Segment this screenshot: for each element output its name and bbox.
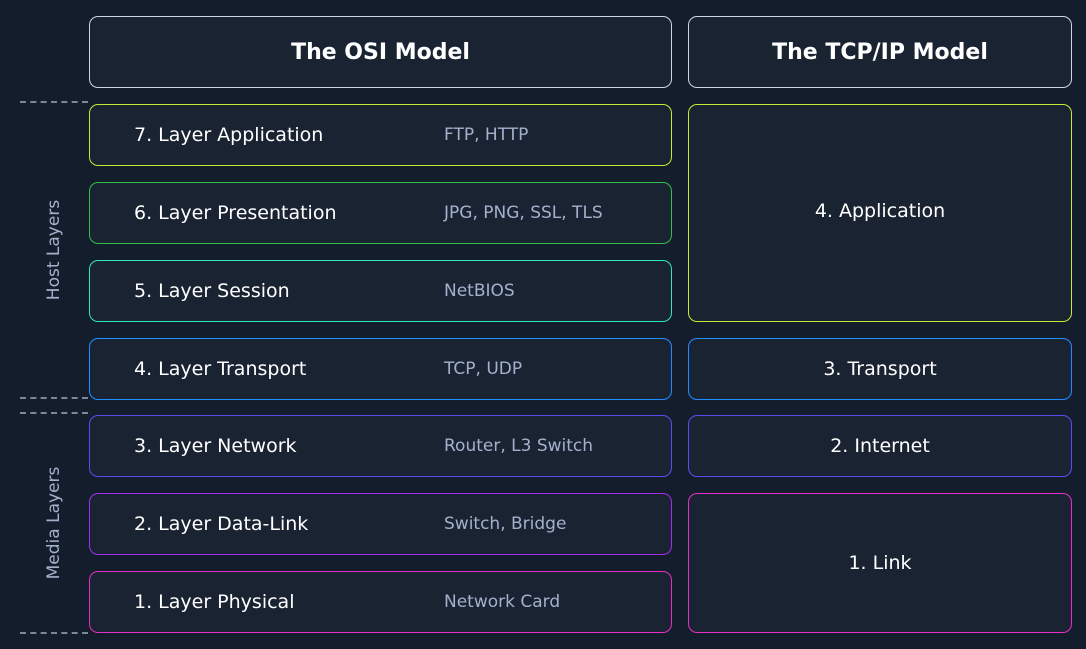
tcpip-layer-internet: 2. Internet: [688, 415, 1072, 477]
osi-layer-protocols: NetBIOS: [444, 281, 515, 301]
osi-model-title: The OSI Model: [291, 39, 470, 65]
osi-layer-protocols: JPG, PNG, SSL, TLS: [444, 203, 603, 223]
osi-layer-name: 7. Layer Application: [134, 124, 324, 146]
media-top-divider: [20, 412, 88, 414]
osi-layer-name: 3. Layer Network: [134, 435, 297, 457]
osi-layer-2: 2. Layer Data-Link Switch, Bridge: [89, 493, 672, 555]
tcpip-model-header: The TCP/IP Model: [688, 16, 1072, 88]
osi-model-header: The OSI Model: [89, 16, 672, 88]
osi-layer-protocols: TCP, UDP: [444, 359, 523, 379]
tcpip-layer-name: 2. Internet: [830, 435, 930, 457]
osi-layer-7: 7. Layer Application FTP, HTTP: [89, 104, 672, 166]
osi-layer-6: 6. Layer Presentation JPG, PNG, SSL, TLS: [89, 182, 672, 244]
tcpip-model-title: The TCP/IP Model: [772, 39, 988, 65]
osi-layer-5: 5. Layer Session NetBIOS: [89, 260, 672, 322]
media-layers-label: Media Layers: [44, 466, 64, 580]
osi-layer-name: 2. Layer Data-Link: [134, 513, 309, 535]
host-bottom-divider: [20, 397, 88, 399]
tcpip-layer-name: 4. Application: [814, 200, 946, 222]
osi-layer-protocols: Switch, Bridge: [444, 514, 567, 534]
tcpip-layer-name: 1. Link: [848, 552, 912, 574]
osi-layer-1: 1. Layer Physical Network Card: [89, 571, 672, 633]
tcpip-layer-application: 4. Application: [688, 104, 1072, 322]
osi-layer-name: 1. Layer Physical: [134, 591, 295, 613]
osi-layer-name: 5. Layer Session: [134, 280, 290, 302]
osi-layer-protocols: FTP, HTTP: [444, 125, 529, 145]
tcpip-layer-name: 3. Transport: [823, 358, 937, 380]
tcpip-layer-transport: 3. Transport: [688, 338, 1072, 400]
osi-layer-name: 6. Layer Presentation: [134, 202, 337, 224]
host-layers-label: Host Layers: [44, 199, 64, 301]
tcpip-layer-link: 1. Link: [688, 493, 1072, 633]
osi-layer-protocols: Network Card: [444, 592, 561, 612]
host-top-divider: [20, 101, 88, 103]
osi-layer-protocols: Router, L3 Switch: [444, 436, 594, 456]
osi-layer-3: 3. Layer Network Router, L3 Switch: [89, 415, 672, 477]
osi-layer-4: 4. Layer Transport TCP, UDP: [89, 338, 672, 400]
media-bottom-divider: [20, 632, 88, 634]
osi-layer-name: 4. Layer Transport: [134, 358, 307, 380]
